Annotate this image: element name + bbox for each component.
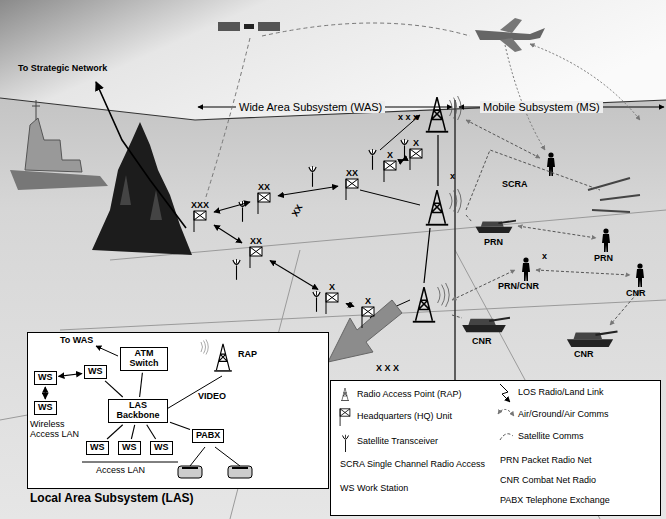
echelon-mark: XX <box>250 236 262 246</box>
hq-unit: XX <box>340 168 364 200</box>
equipment-box: WS <box>84 365 107 379</box>
hq-unit: X <box>356 296 380 328</box>
link-line <box>402 159 404 161</box>
link-line <box>147 425 156 439</box>
link-line <box>105 381 123 397</box>
hq-flag <box>193 210 207 232</box>
link-line <box>214 225 242 243</box>
link-line <box>107 425 123 439</box>
hq-unit: X <box>320 282 344 314</box>
label: PRN/CNR <box>498 282 539 292</box>
label: CNR <box>626 289 646 299</box>
echelon-mark: XX <box>258 182 270 192</box>
label: X X X <box>376 364 399 374</box>
equipment-box: WS <box>86 441 109 455</box>
legend-text: CNR Combat Net Radio <box>500 476 596 486</box>
echelon-mark: X <box>329 282 335 292</box>
hq-unit: X <box>404 138 428 170</box>
box-label: LAS Backbone <box>116 400 159 420</box>
subsystem-inset: Local Area Subsystem (LAS)ATM SwitchLAS … <box>27 332 329 489</box>
label: x <box>542 252 547 262</box>
hq-unit: XX <box>252 182 276 214</box>
link-line <box>270 260 318 289</box>
label: PRN <box>594 254 613 264</box>
label: Wireless Access LAN <box>30 420 86 440</box>
echelon-mark: X <box>413 138 419 148</box>
link-line <box>59 374 83 377</box>
label: Mobile Subsystem (MS) <box>480 101 603 113</box>
label: SCRA <box>502 180 528 190</box>
label: Wide Area Subsystem (WAS) <box>236 101 385 113</box>
equipment-box: WS <box>34 371 57 385</box>
echelon-mark: X <box>365 296 371 306</box>
box-label: WS <box>90 442 105 452</box>
label: To Strategic Network <box>18 64 107 74</box>
equipment-box: WS <box>34 401 57 415</box>
label: Access LAN <box>96 466 145 476</box>
equipment-box: LAS Backbone <box>108 399 168 423</box>
legend-text: PABX Telephone Exchange <box>500 496 610 506</box>
box-label: WS <box>88 366 103 376</box>
equipment-box: ATM Switch <box>120 347 168 371</box>
box-label: WS <box>38 402 53 412</box>
link-line <box>214 202 250 212</box>
echelon-mark: XXX <box>191 200 209 210</box>
legend-text: WS Work Station <box>340 484 408 494</box>
label: x x x <box>398 113 418 123</box>
box-label: WS <box>122 442 137 452</box>
label: x <box>450 172 455 182</box>
box-label: WS <box>38 372 53 382</box>
hq-unit: X <box>378 150 402 182</box>
box-label: PABX <box>196 430 220 440</box>
echelon-mark: X <box>387 150 393 160</box>
echelon-mark: XX <box>346 168 358 178</box>
hq-unit: XXX <box>188 200 212 232</box>
label: To WAS <box>60 336 93 346</box>
legend-text: LOS Radio/Land Link <box>518 388 604 398</box>
hq-flag <box>383 160 397 182</box>
legend-text: SCRA Single Channel Radio Access <box>340 460 485 470</box>
hq-flag <box>361 306 375 328</box>
legend-text: Satellite Comms <box>518 432 584 442</box>
link-line <box>346 303 354 306</box>
hq-flag <box>409 148 423 170</box>
label: VIDEO <box>198 392 226 402</box>
label: CNR <box>574 350 594 360</box>
equipment-box: PABX <box>192 429 224 443</box>
equipment-box: WS <box>150 441 173 455</box>
hq-unit: XX <box>244 236 268 268</box>
legend-text: Air/Ground/Air Comms <box>518 410 609 420</box>
hq-flag <box>325 292 339 314</box>
hq-flag <box>249 246 263 268</box>
label: CNR <box>472 337 492 347</box>
link-line <box>140 373 143 397</box>
equipment-box: WS <box>118 441 141 455</box>
hq-flag <box>345 178 359 200</box>
legend-text: Headquarters (HQ) Unit <box>357 412 452 422</box>
legend-text: PRN Packet Radio Net <box>500 456 592 466</box>
label: RAP <box>238 350 257 360</box>
inset-title: Local Area Subsystem (LAS) <box>30 491 194 505</box>
box-label: WS <box>154 442 169 452</box>
legend-text: Radio Access Point (RAP) <box>357 390 462 400</box>
box-label: ATM Switch <box>129 348 158 368</box>
link-line <box>45 387 46 399</box>
label: PRN <box>484 238 503 248</box>
link-line <box>278 186 338 196</box>
legend-text: Satellite Transceiver <box>357 437 438 447</box>
hq-flag <box>257 192 271 214</box>
link-line <box>131 425 134 439</box>
link-line <box>170 422 190 429</box>
